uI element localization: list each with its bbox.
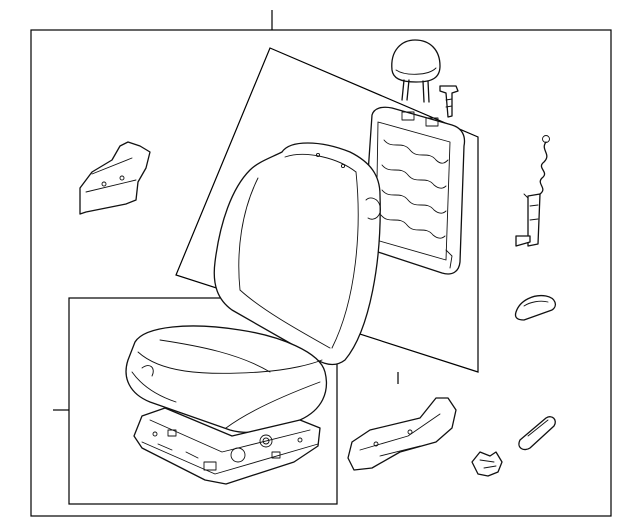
- side-cover-lower: [347, 397, 457, 471]
- recliner-handle: [514, 294, 557, 321]
- headrest-guide: [439, 85, 459, 118]
- seat-back-assembly-box: [175, 47, 479, 373]
- headrest: [391, 39, 441, 103]
- recliner-cable: [515, 135, 550, 247]
- seat-cushion-assembly-box: [68, 297, 338, 505]
- outer-frame: [30, 29, 612, 517]
- seat-cushion: [125, 325, 328, 433]
- lever-knob: [518, 416, 556, 451]
- seat-back-cushion: [213, 142, 381, 366]
- seat-cushion-frame: [133, 407, 321, 485]
- side-shield-left: [79, 141, 151, 215]
- cover-cap: [471, 451, 503, 477]
